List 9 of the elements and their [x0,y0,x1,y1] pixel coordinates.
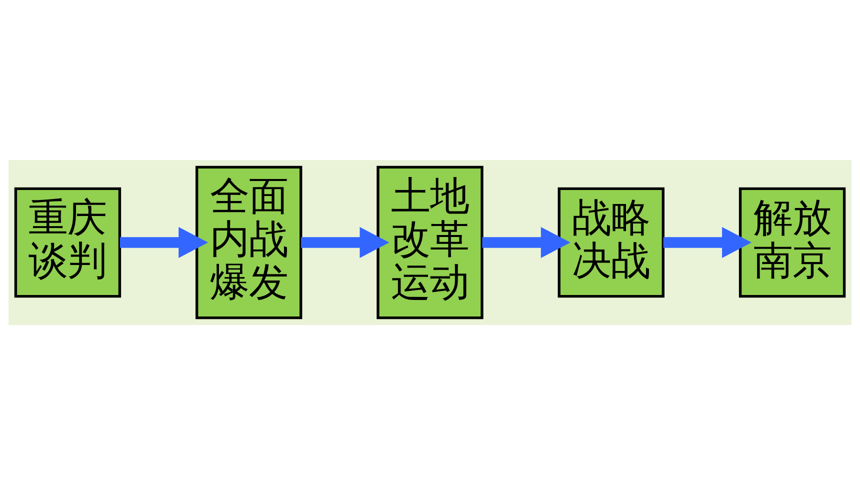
node-box: 土地改革运动 [376,165,484,319]
arrow [120,226,208,258]
node-box: 重庆谈判 [14,186,122,298]
arrow [663,226,752,258]
node-box: 全面内战爆发 [196,165,302,319]
arrow [482,226,570,258]
node-box: 解放南京 [738,186,846,298]
arrow [301,226,390,258]
node-box: 战略决战 [558,186,664,298]
